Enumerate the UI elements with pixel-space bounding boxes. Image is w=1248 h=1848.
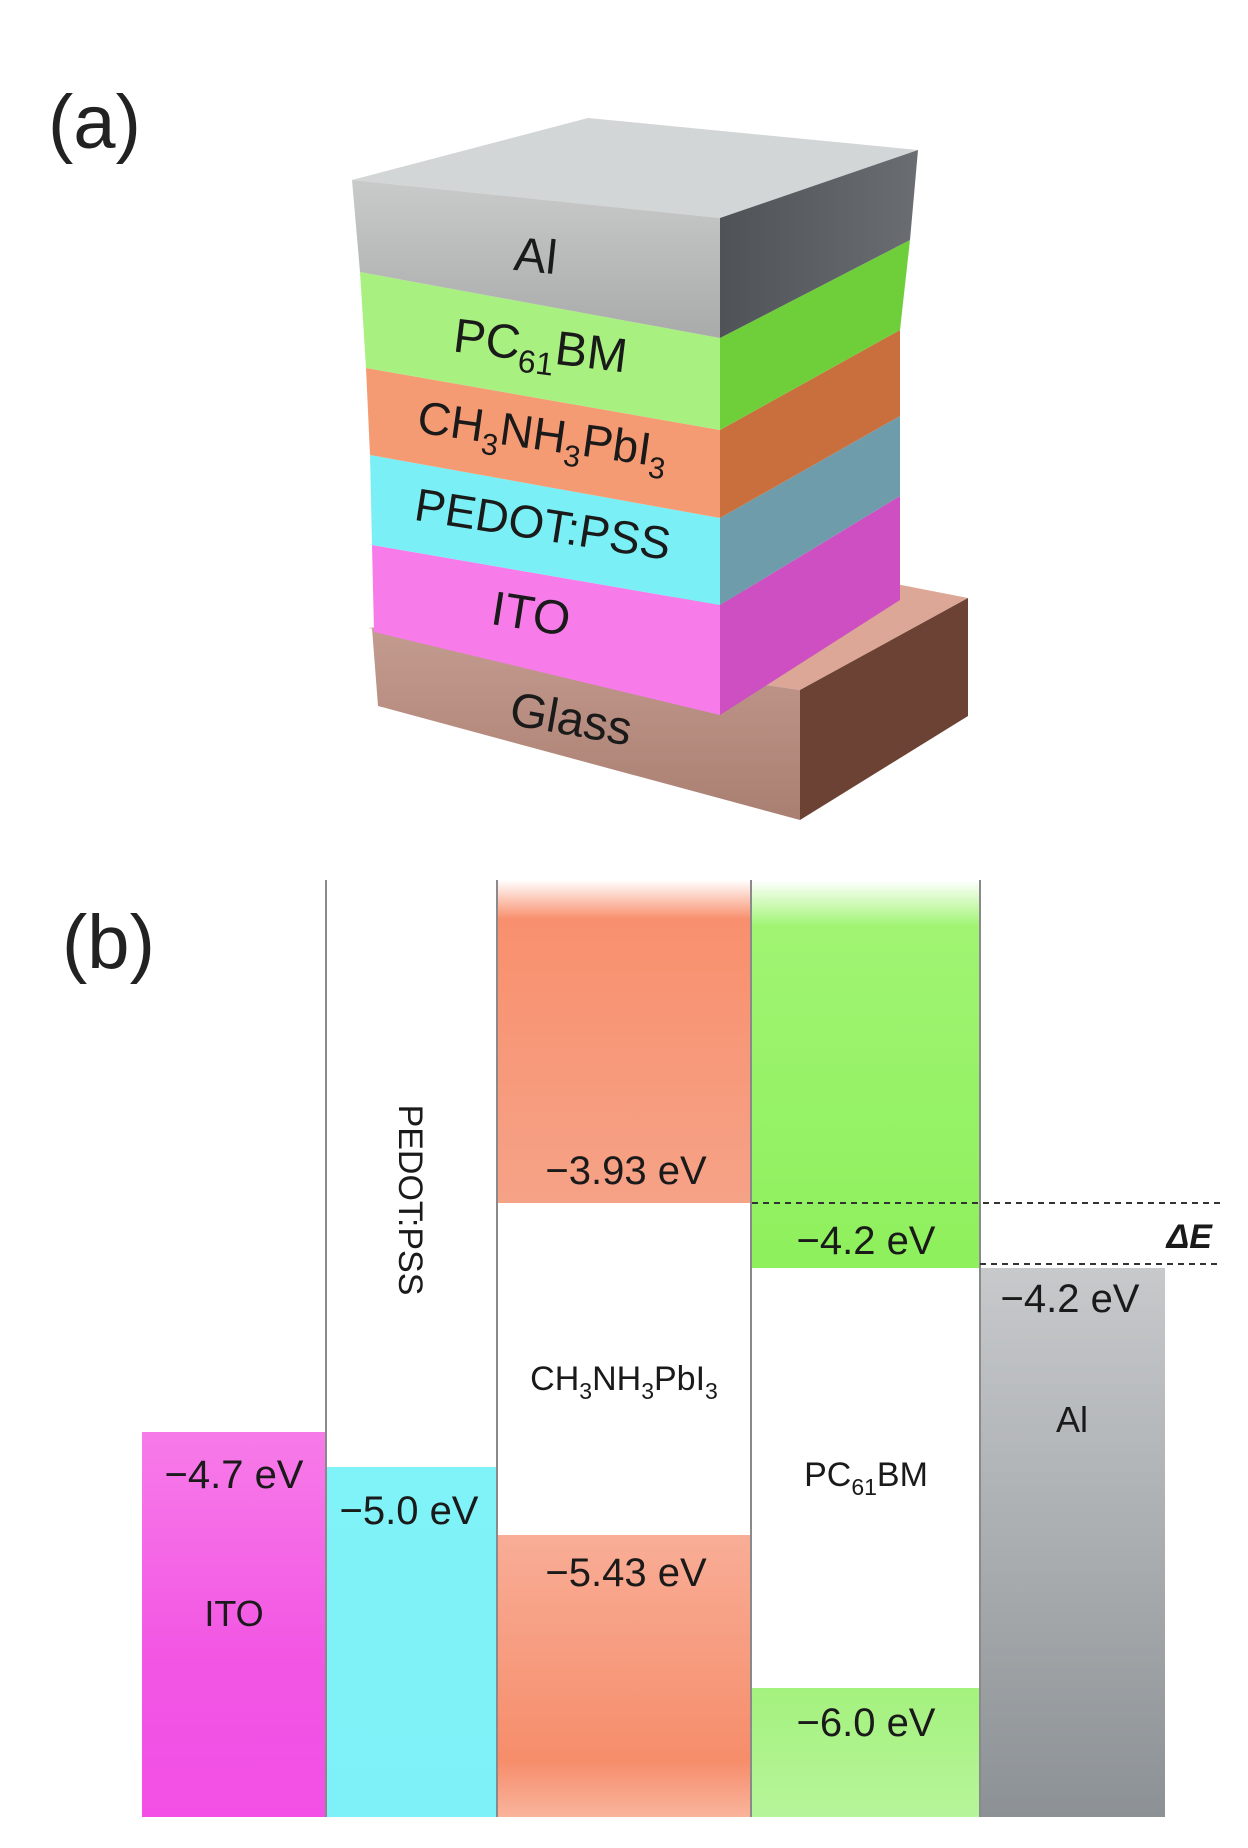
pedot-front-face: [370, 455, 720, 605]
ito-front-face: [372, 545, 720, 715]
pedot-level-label: −5.0 eV: [339, 1489, 478, 1533]
layer-label-ito: ITO: [488, 582, 574, 647]
delta-e-label: ΔE: [1164, 1218, 1213, 1256]
al-front-face: [352, 180, 720, 338]
ito-level-label: −4.7 eV: [164, 1453, 303, 1497]
panel-b-label: (b): [62, 900, 155, 985]
pedot-name: PEDOT:PSS: [391, 1105, 429, 1296]
energy-diagram: −4.7 eV ITO −5.0 eV PEDOT:PSS −3.93 eV −…: [142, 880, 1220, 1817]
perovskite-name: CH3NH3PbI3: [530, 1360, 718, 1404]
layer-pcbm: [360, 240, 910, 430]
pcbm-lumo-label: −4.2 eV: [796, 1219, 935, 1263]
pcbm-side-face: [720, 240, 910, 430]
ito-band: [142, 1432, 326, 1817]
al-name: Al: [1056, 1399, 1088, 1440]
layer-al: [352, 118, 918, 338]
perovskite-front-face: [366, 368, 720, 518]
pcbm-homo-label: −6.0 eV: [796, 1701, 935, 1745]
pcbm-front-face: [360, 272, 720, 430]
device-stack: Al PC61BM CH3NH3PbI3 PEDOT:PSS ITO Glass: [352, 118, 968, 820]
pcbm-name: PC61BM: [804, 1456, 928, 1500]
pcbm-lumo-band: [752, 880, 980, 1268]
layer-pedot: [370, 416, 900, 605]
layer-label-al: Al: [512, 228, 560, 285]
ito-name: ITO: [204, 1593, 263, 1634]
al-level-label: −4.2 eV: [1000, 1277, 1139, 1321]
glass-side-face: [800, 598, 968, 820]
layer-label-pcbm: PC61BM: [450, 310, 630, 392]
layer-perovskite: [366, 330, 900, 518]
al-side-face: [720, 150, 918, 338]
perovskite-conduction-band: [497, 880, 751, 1203]
panel-a-label: (a): [48, 80, 141, 165]
layer-ito: [372, 496, 900, 715]
perovskite-side-face: [720, 330, 900, 518]
pedot-side-face: [720, 416, 900, 605]
layer-label-perovskite: CH3NH3PbI3: [413, 391, 671, 486]
al-top-face: [352, 118, 918, 218]
ito-side-face: [720, 496, 900, 715]
perovskite-valence-band: [497, 1535, 751, 1817]
al-band: [981, 1268, 1165, 1817]
pcbm-homo-band: [752, 1688, 980, 1817]
pedot-band: [326, 1467, 496, 1817]
perovskite-lumo-label: −3.93 eV: [545, 1149, 707, 1193]
perovskite-homo-label: −5.43 eV: [545, 1551, 707, 1595]
